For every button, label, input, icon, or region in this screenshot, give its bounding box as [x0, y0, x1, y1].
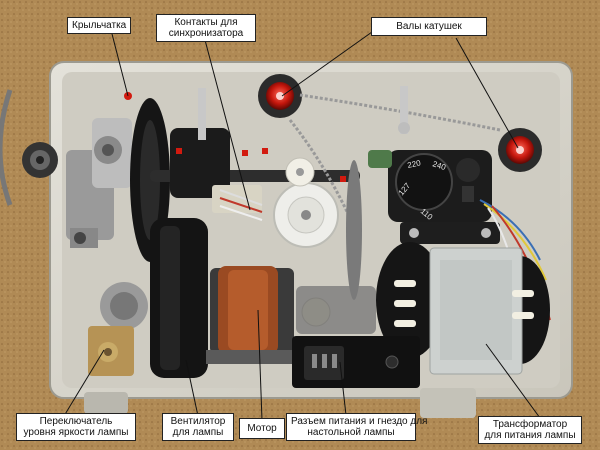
- motor: [206, 266, 298, 364]
- power-socket: [292, 336, 420, 388]
- callout-impeller: [110, 29, 129, 97]
- label-reel-shafts: Валы катушек: [371, 17, 487, 36]
- label-motor: Мотор: [239, 418, 285, 439]
- callout-transformer: [485, 343, 541, 419]
- red-tab-3: [262, 148, 268, 154]
- sync-contacts: [212, 185, 263, 221]
- bracket-screw-1: [409, 228, 419, 238]
- voltage-selector: 220 240 127 110: [388, 150, 492, 222]
- left-edge-ring: [0, 89, 13, 206]
- pulley-disc: [346, 160, 362, 300]
- label-sync-contacts-line2: синхронизатора: [168, 28, 244, 39]
- label-sync-contacts-line1: Контакты для: [174, 17, 238, 28]
- film-mechanism: [66, 118, 132, 248]
- impeller-red-dot: [124, 92, 132, 100]
- callout-reel-shaft-2: [455, 37, 519, 149]
- post-right: [400, 86, 408, 134]
- label-power-socket: Разъем питания и гнездо для настольной л…: [286, 413, 428, 441]
- label-transformer-line1: Трансформатор: [492, 419, 568, 430]
- label-lamp-fan-line2: для лампы: [172, 427, 224, 438]
- bracket-screw-2: [481, 228, 491, 238]
- brightness-switch: [88, 282, 148, 376]
- callout-power-socket: [339, 361, 347, 416]
- red-tab-2: [242, 150, 248, 156]
- red-tab-4: [340, 176, 346, 182]
- transformer-terminals: [394, 280, 534, 327]
- label-transformer-line2: для питания лампы: [484, 430, 576, 441]
- lamp-fan: [150, 218, 208, 378]
- voltage-mark-240: 240: [431, 159, 447, 172]
- label-transformer: Трансформатор для питания лампы: [478, 416, 582, 444]
- callout-reel-shaft-1: [281, 31, 373, 97]
- callout-motor: [257, 309, 263, 421]
- callout-sync-contacts: [204, 39, 251, 211]
- label-brightness-switch-line2: уровня яркости лампы: [23, 427, 129, 438]
- callout-lines: [63, 29, 541, 421]
- label-sync-contacts: Контакты для синхронизатора: [156, 14, 256, 42]
- label-power-socket-line1: Разъем питания и гнездо для: [291, 416, 428, 427]
- label-brightness-switch-line1: Переключатель: [39, 416, 113, 427]
- label-power-socket-line2: настольной лампы: [307, 427, 395, 438]
- red-tab-1: [176, 148, 182, 154]
- housing-foot-right: [420, 388, 476, 418]
- label-impeller-text: Крыльчатка: [72, 20, 127, 31]
- label-reel-shafts-text: Валы катушек: [396, 21, 462, 32]
- label-motor-text: Мотор: [247, 423, 277, 434]
- nylon-gear-small: [285, 157, 315, 187]
- label-lamp-fan: Вентилятор для лампы: [162, 413, 234, 441]
- voltage-mark-220: 220: [407, 158, 422, 170]
- reel-shaft-1: [258, 74, 302, 118]
- callout-lamp-fan: [185, 359, 199, 417]
- callout-brightness-switch: [63, 349, 105, 417]
- post-screw: [398, 122, 410, 134]
- label-brightness-switch: Переключатель уровня яркости лампы: [16, 413, 136, 441]
- left-gear-wheel: [22, 142, 58, 178]
- housing-foot-left: [84, 392, 128, 414]
- selector-bracket: [400, 222, 500, 244]
- transformer-body: [376, 242, 550, 375]
- green-resistor: [368, 150, 392, 168]
- motor-mount: [296, 286, 376, 334]
- nylon-gear-large: [273, 182, 339, 248]
- black-cam-block: [170, 128, 230, 198]
- post-left: [198, 88, 206, 140]
- reel-shaft-2: [498, 128, 542, 172]
- label-lamp-fan-line1: Вентилятор: [170, 416, 226, 427]
- label-impeller: Крыльчатка: [67, 17, 132, 34]
